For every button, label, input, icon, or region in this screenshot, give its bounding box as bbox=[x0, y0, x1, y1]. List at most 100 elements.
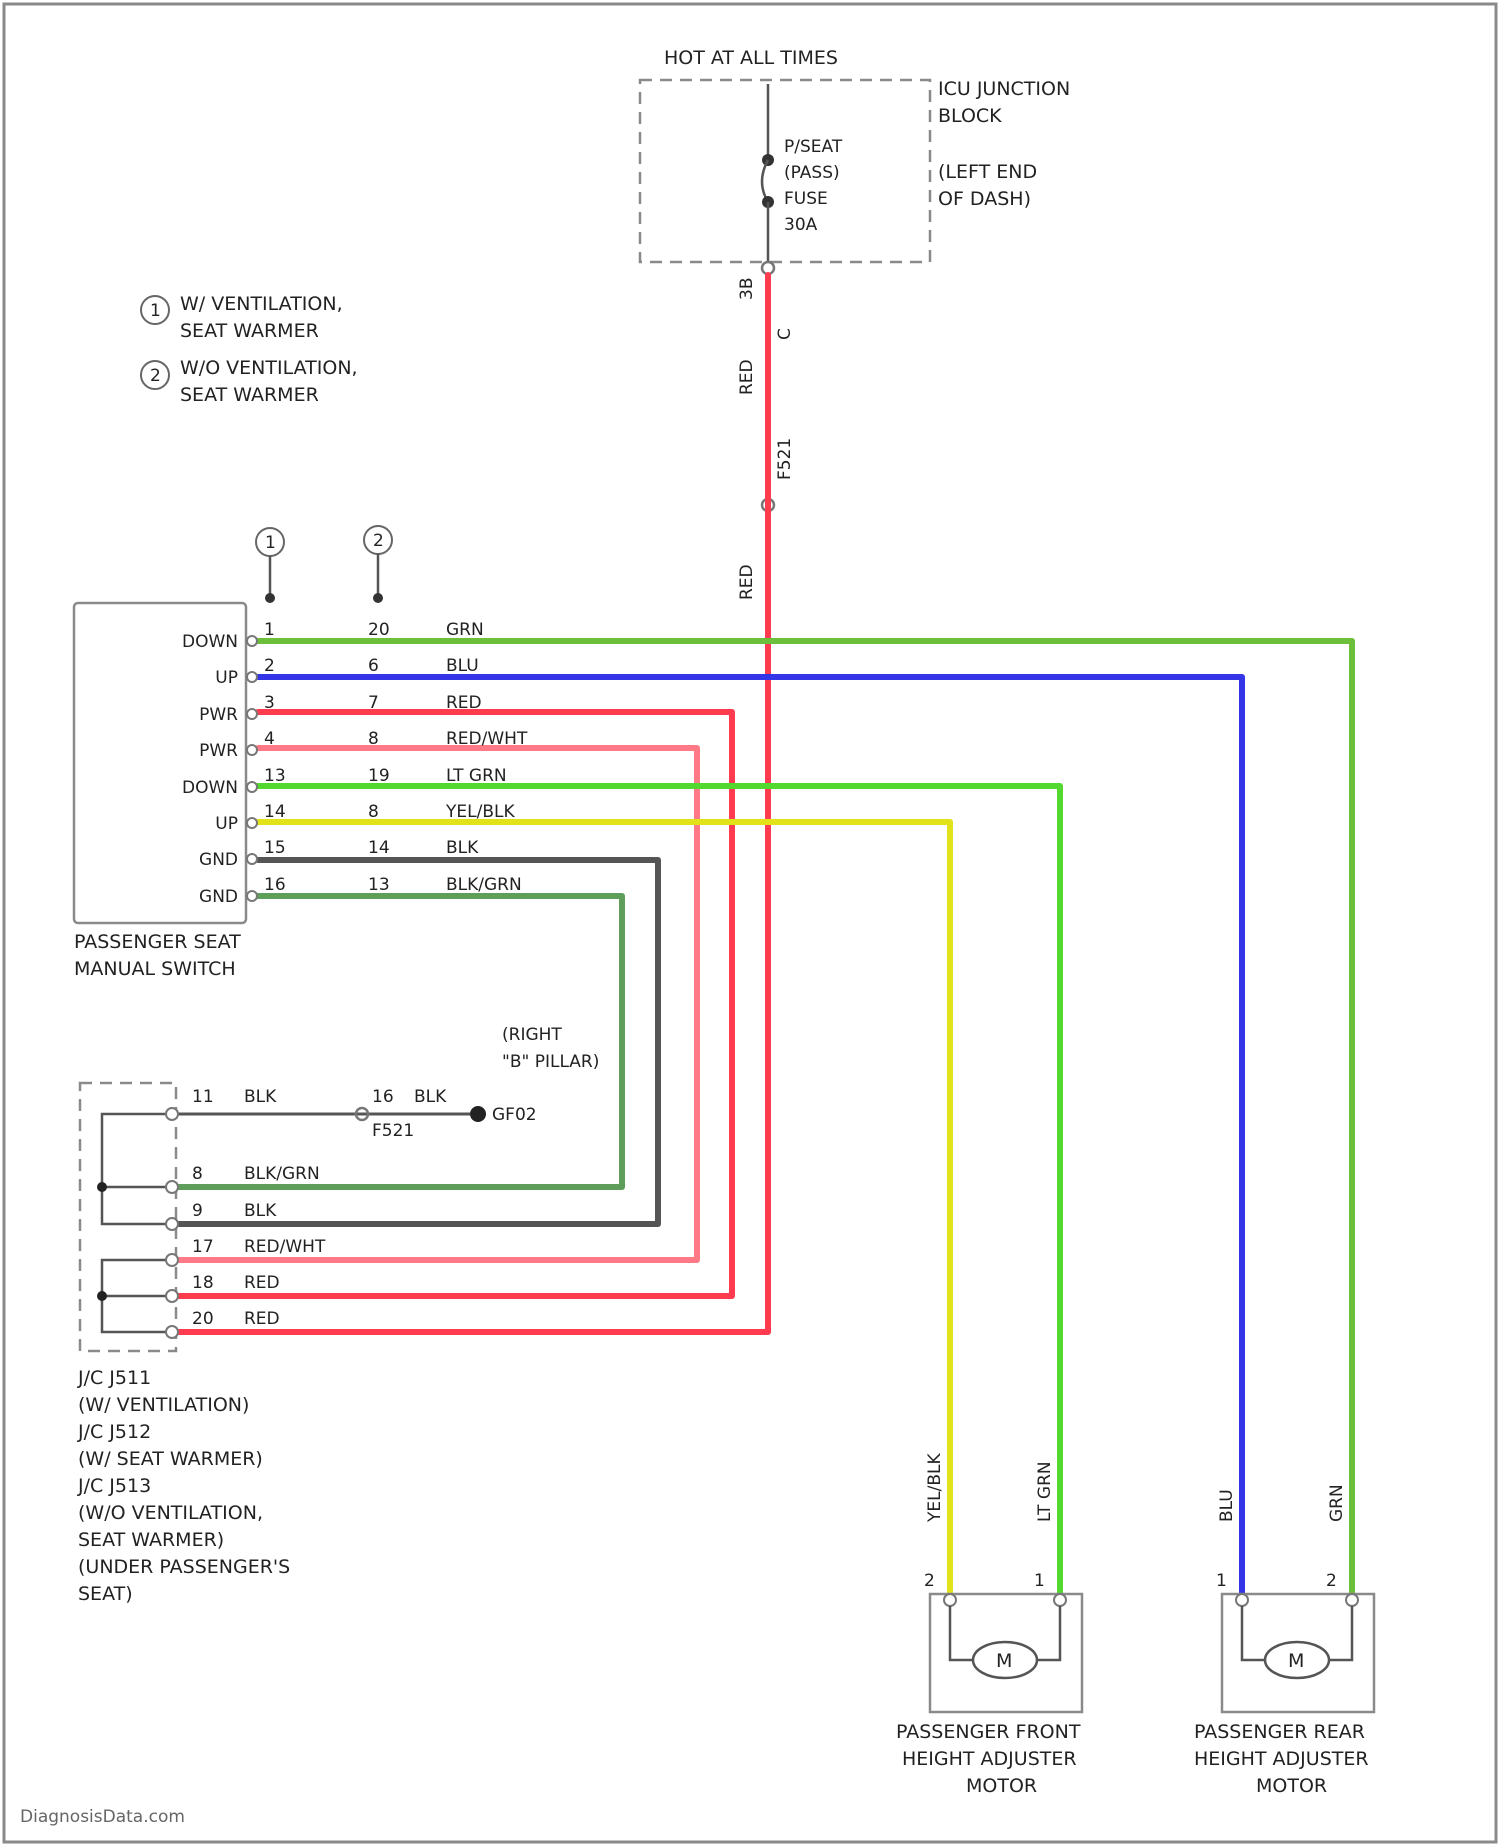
switch-wire-color: RED bbox=[446, 693, 482, 713]
switch-pin-col2: 8 bbox=[368, 802, 379, 822]
ground-section: (RIGHT "B" PILLAR) 11 BLK 16 BLK F521 GF… bbox=[192, 1025, 599, 1141]
jc-name: J/C J511 (W/ VENTILATION) J/C J512 (W/ S… bbox=[77, 1367, 290, 1605]
ground-wire-a: BLK bbox=[244, 1087, 277, 1107]
ground-pin-a: 11 bbox=[192, 1087, 214, 1107]
switch-pin-col1: 3 bbox=[264, 693, 275, 713]
jc-name-4: (W/ SEAT WARMER) bbox=[78, 1448, 263, 1470]
rear-motor-pin-right-connector bbox=[1346, 1594, 1358, 1606]
front-motor-name-1: PASSENGER FRONT bbox=[896, 1721, 1081, 1743]
ground-pin-b: 16 bbox=[372, 1087, 394, 1107]
switch-pin-connector bbox=[247, 636, 257, 646]
ground-splice-label: F521 bbox=[372, 1121, 414, 1141]
jc-bus-ground bbox=[102, 1114, 172, 1224]
front-motor-pin-right: 1 bbox=[1034, 1571, 1045, 1591]
rear-motor-lead-right bbox=[1327, 1606, 1352, 1660]
switch-pin-col1: 16 bbox=[264, 875, 286, 895]
jc-pin-connector bbox=[166, 1290, 178, 1302]
front-motor-symbol: M bbox=[996, 1650, 1012, 1672]
switch-terminal-3: PWR bbox=[199, 705, 238, 725]
switch-pin-col2: 14 bbox=[368, 838, 390, 858]
fuse-block-name-1: ICU JUNCTION bbox=[938, 78, 1070, 100]
switch-col1-dot bbox=[265, 593, 275, 603]
switch-wire-color: BLK/GRN bbox=[446, 875, 522, 895]
fuse-block-location-1: (LEFT END bbox=[938, 161, 1037, 183]
jc-wire-color: BLK/GRN bbox=[244, 1164, 320, 1184]
jc-pin-label: 18 bbox=[192, 1273, 214, 1293]
rear-motor-pin-right: 2 bbox=[1326, 1571, 1337, 1591]
switch-terminal-6: UP bbox=[215, 814, 238, 834]
jc-name-5: J/C J513 bbox=[77, 1475, 151, 1497]
watermark: DiagnosisData.com bbox=[20, 1807, 185, 1827]
switch-pin-connector bbox=[247, 818, 257, 828]
jc-name-1: J/C J511 bbox=[77, 1367, 151, 1389]
legend-marker-1-text: 1 bbox=[150, 301, 161, 321]
switch-wire-color: BLK bbox=[446, 838, 479, 858]
jc-name-7: SEAT WARMER) bbox=[78, 1529, 224, 1551]
switch-wire-color: YEL/BLK bbox=[445, 802, 515, 822]
front-motor-pin-left: 2 bbox=[924, 1571, 935, 1591]
legend-item-1: 1 W/ VENTILATION, SEAT WARMER bbox=[141, 293, 343, 342]
switch-pin-col1: 2 bbox=[264, 656, 275, 676]
front-motor-wire-left: YEL/BLK bbox=[925, 1453, 945, 1523]
switch-pin-col2: 7 bbox=[368, 693, 379, 713]
jc-wire-color: RED bbox=[244, 1309, 280, 1329]
switch-pin-col1: 4 bbox=[264, 729, 275, 749]
ground-wire-b: BLK bbox=[414, 1087, 447, 1107]
switch-terminal-2: UP bbox=[215, 668, 238, 688]
switch-terminal-1: DOWN bbox=[182, 632, 238, 652]
jc-name-6: (W/O VENTILATION, bbox=[78, 1502, 263, 1524]
switch-pin-col2: 19 bbox=[368, 766, 390, 786]
switch-terminal-8: GND bbox=[199, 887, 238, 907]
rear-motor-name-3: MOTOR bbox=[1256, 1775, 1327, 1797]
switch-col2-marker: 2 bbox=[373, 531, 384, 551]
wires bbox=[172, 275, 1352, 1598]
legend-1-line-1: W/ VENTILATION, bbox=[180, 293, 343, 315]
switch-col1-marker: 1 bbox=[265, 533, 276, 553]
front-height-motor: YEL/BLK LT GRN 2 1 M PASSENGER FRONT HEI… bbox=[896, 1453, 1082, 1797]
rear-height-motor: BLU GRN 1 2 M PASSENGER REAR HEIGHT ADJU… bbox=[1194, 1484, 1374, 1797]
jc-name-2: (W/ VENTILATION) bbox=[78, 1394, 249, 1416]
legend-2-line-1: W/O VENTILATION, bbox=[180, 357, 358, 379]
jc-pin-connector bbox=[166, 1218, 178, 1230]
switch-terminal-rows: DOWN120GRNUP26BLUPWR37REDPWR48RED/WHTDOW… bbox=[182, 620, 528, 907]
fuse-label-2: (PASS) bbox=[784, 163, 840, 183]
front-motor-pin-left-connector bbox=[944, 1594, 956, 1606]
legend-marker-2-text: 2 bbox=[150, 366, 161, 386]
jc-bus-ground-node bbox=[97, 1182, 107, 1192]
switch-pin-col2: 6 bbox=[368, 656, 379, 676]
switch-col2-dot bbox=[373, 593, 383, 603]
jc-pin-connector bbox=[166, 1254, 178, 1266]
rear-motor-wire-left: BLU bbox=[1217, 1489, 1237, 1522]
fuse-icon bbox=[762, 160, 768, 202]
rear-motor-name-1: PASSENGER REAR bbox=[1194, 1721, 1365, 1743]
switch-wire-color: BLU bbox=[446, 656, 479, 676]
jc-pin-connector bbox=[166, 1181, 178, 1193]
jc-name-8: (UNDER PASSENGER'S bbox=[78, 1556, 290, 1578]
switch-pin-connector bbox=[247, 672, 257, 682]
rear-motor-name-2: HEIGHT ADJUSTER bbox=[1194, 1748, 1369, 1770]
switch-pin-col2: 20 bbox=[368, 620, 390, 640]
fuse-label-4: 30A bbox=[784, 215, 818, 235]
front-motor-pin-right-connector bbox=[1054, 1594, 1066, 1606]
legend-2-line-2: SEAT WARMER bbox=[180, 384, 319, 406]
front-motor-name-2: HEIGHT ADJUSTER bbox=[902, 1748, 1077, 1770]
rear-motor-wire-right: GRN bbox=[1327, 1484, 1347, 1522]
jc-ground-pin-connector bbox=[166, 1108, 178, 1120]
rear-motor-pin-left: 1 bbox=[1216, 1571, 1227, 1591]
front-motor-lead-left bbox=[950, 1606, 975, 1660]
front-motor-wire-right: LT GRN bbox=[1035, 1461, 1055, 1522]
jc-pin-label: 17 bbox=[192, 1237, 214, 1257]
jc-pin-label: 9 bbox=[192, 1201, 203, 1221]
wire-label-red-mid: RED bbox=[737, 564, 757, 600]
fuse-block: HOT AT ALL TIMES ICU JUNCTION BLOCK (LEF… bbox=[640, 47, 1070, 600]
fuse-label-1: P/SEAT bbox=[784, 137, 843, 157]
jc-outline bbox=[80, 1083, 176, 1351]
jc-name-9: SEAT) bbox=[78, 1583, 133, 1605]
switch-pin-col1: 1 bbox=[264, 620, 275, 640]
switch-terminal-5: DOWN bbox=[182, 778, 238, 798]
jc-wire-color: RED bbox=[244, 1273, 280, 1293]
rear-motor-symbol: M bbox=[1288, 1650, 1304, 1672]
jc-bus-power-node bbox=[97, 1291, 107, 1301]
